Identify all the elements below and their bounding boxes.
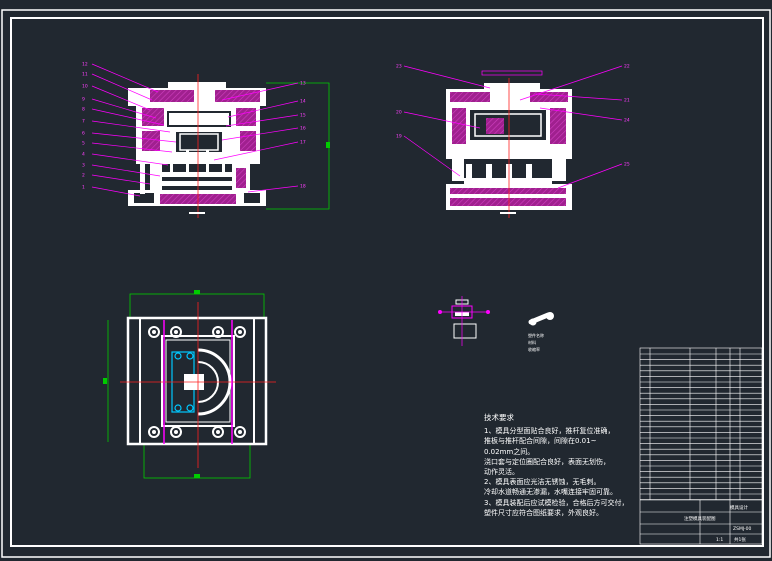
front-part-label: 18 — [300, 184, 306, 190]
front-part-label: 7 — [82, 119, 85, 125]
notes-line: 塑件尺寸应符合图纸要求，外观良好。 — [484, 508, 603, 517]
front-part-label: 15 — [300, 113, 306, 119]
technical-notes: 技术要求 1、模具分型面贴合良好，推杆复位准确， 推板与推杆配合间隙，间隙在0.… — [484, 413, 634, 518]
notes-line: 推板与推杆配合间隙，间隙在0.01~ — [484, 437, 597, 446]
front-part-label: 2 — [82, 173, 85, 179]
title-block — [639, 347, 763, 545]
front-part-label: 1 — [82, 185, 85, 191]
side-part-label: 21 — [624, 98, 630, 104]
front-part-label: 6 — [82, 131, 85, 137]
drawing-scale: 1:1 — [716, 537, 723, 543]
front-part-label: 16 — [300, 126, 306, 132]
front-part-label: 3 — [82, 163, 85, 169]
drawing-title: 注塑模具装配图 — [684, 515, 716, 522]
notes-line: 1、模具分型面贴合良好，推杆复位准确， — [484, 427, 615, 436]
drawing-number: ZSMJ-00 — [733, 526, 751, 532]
notes-line: 0.02mm之间。 — [484, 447, 535, 456]
front-part-label: 8 — [82, 107, 85, 113]
side-part-label: 22 — [624, 64, 630, 70]
front-part-label: 10 — [82, 84, 88, 90]
front-part-label: 17 — [300, 140, 306, 146]
notes-line: 冷却水道畅通无渗漏，水嘴连接牢固可靠。 — [484, 488, 617, 497]
front-part-label: 14 — [300, 99, 306, 105]
front-part-label: 5 — [82, 141, 85, 147]
side-part-label: 23 — [396, 64, 402, 70]
side-part-label: 24 — [624, 118, 630, 124]
company-name: 模具设计 — [730, 504, 748, 511]
front-part-label: 9 — [82, 97, 85, 103]
notes-line: 3、模具装配后应试模检验，合格后方可交付， — [484, 498, 629, 507]
notes-line: 2、模具表面应光洁无锈蚀，无毛刺。 — [484, 478, 601, 487]
plan-view — [103, 290, 276, 479]
front-part-label: 4 — [82, 152, 85, 158]
part-shrink-label: 收缩率 — [528, 346, 540, 352]
front-view: 12 11 10 9 8 7 6 5 4 3 2 1 13 14 15 16 17 18 — [82, 62, 330, 218]
front-part-label: 13 — [300, 81, 306, 87]
side-view: 23 20 19 22 21 24 25 — [396, 64, 630, 218]
part-material-label: 材料 — [528, 339, 536, 345]
front-part-label: 12 — [82, 62, 88, 68]
outer-frame — [1, 9, 771, 558]
part-detail: 塑件名称 材料 收缩率 — [438, 296, 554, 352]
drawing-sheet: 共1张 — [734, 536, 746, 543]
side-part-label: 19 — [396, 134, 402, 140]
part-name-label: 塑件名称 — [528, 332, 544, 338]
side-part-label: 25 — [624, 162, 630, 168]
notes-heading: 技术要求 — [484, 413, 514, 422]
inner-frame — [10, 17, 764, 547]
notes-line: 浇口套与定位圈配合良好，表面无划伤， — [484, 457, 610, 466]
front-part-label: 11 — [82, 72, 88, 78]
side-part-label: 20 — [396, 110, 402, 116]
notes-line: 动作灵活。 — [484, 468, 519, 477]
